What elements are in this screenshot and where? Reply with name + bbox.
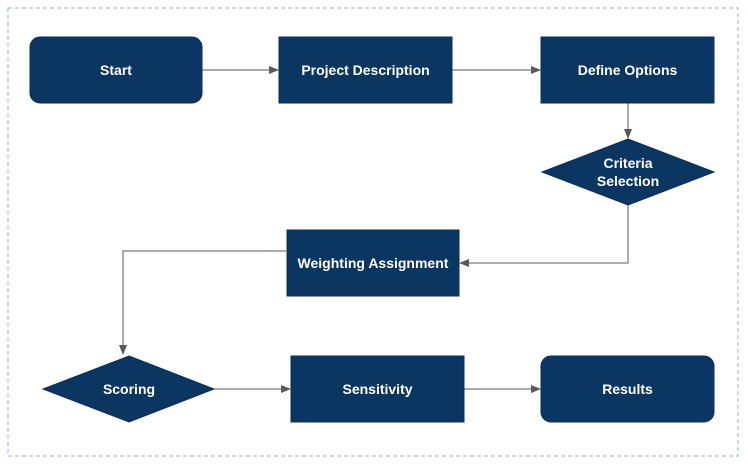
node-criteria-selection-label-line2: Selection bbox=[597, 173, 659, 189]
node-criteria-selection-label-line1: Criteria bbox=[603, 155, 652, 171]
edge-criteria-selection-to-weighting-assignment bbox=[459, 205, 629, 267]
node-criteria-selection-shape bbox=[540, 138, 716, 206]
node-define-options-label: Define Options bbox=[578, 62, 678, 78]
node-results: Results bbox=[540, 355, 715, 423]
edges bbox=[119, 66, 632, 393]
node-results-shape bbox=[540, 355, 715, 423]
node-weighting-assignment-label: Weighting Assignment bbox=[298, 255, 449, 271]
node-project-description-shape bbox=[278, 36, 453, 104]
node-sensitivity-shape bbox=[290, 355, 465, 423]
node-criteria-selection: Criteria Selection bbox=[540, 138, 716, 206]
node-results-label: Results bbox=[602, 381, 653, 397]
node-project-description: Project Description bbox=[278, 36, 453, 104]
node-start-shape bbox=[29, 36, 203, 104]
node-sensitivity-label: Sensitivity bbox=[342, 381, 412, 397]
node-start-label: Start bbox=[100, 62, 132, 78]
node-scoring-shape bbox=[41, 355, 216, 423]
node-scoring-label: Scoring bbox=[103, 381, 155, 397]
node-project-description-label: Project Description bbox=[301, 62, 429, 78]
node-start: Start bbox=[29, 36, 203, 104]
diagram-frame bbox=[7, 7, 739, 457]
node-weighting-assignment: Weighting Assignment bbox=[286, 229, 460, 297]
node-sensitivity: Sensitivity bbox=[290, 355, 465, 423]
edge-weighting-assignment-to-scoring bbox=[119, 250, 286, 355]
node-scoring: Scoring bbox=[41, 355, 216, 423]
node-weighting-assignment-shape bbox=[286, 229, 460, 297]
node-define-options: Define Options bbox=[540, 36, 715, 104]
node-define-options-shape bbox=[540, 36, 715, 104]
